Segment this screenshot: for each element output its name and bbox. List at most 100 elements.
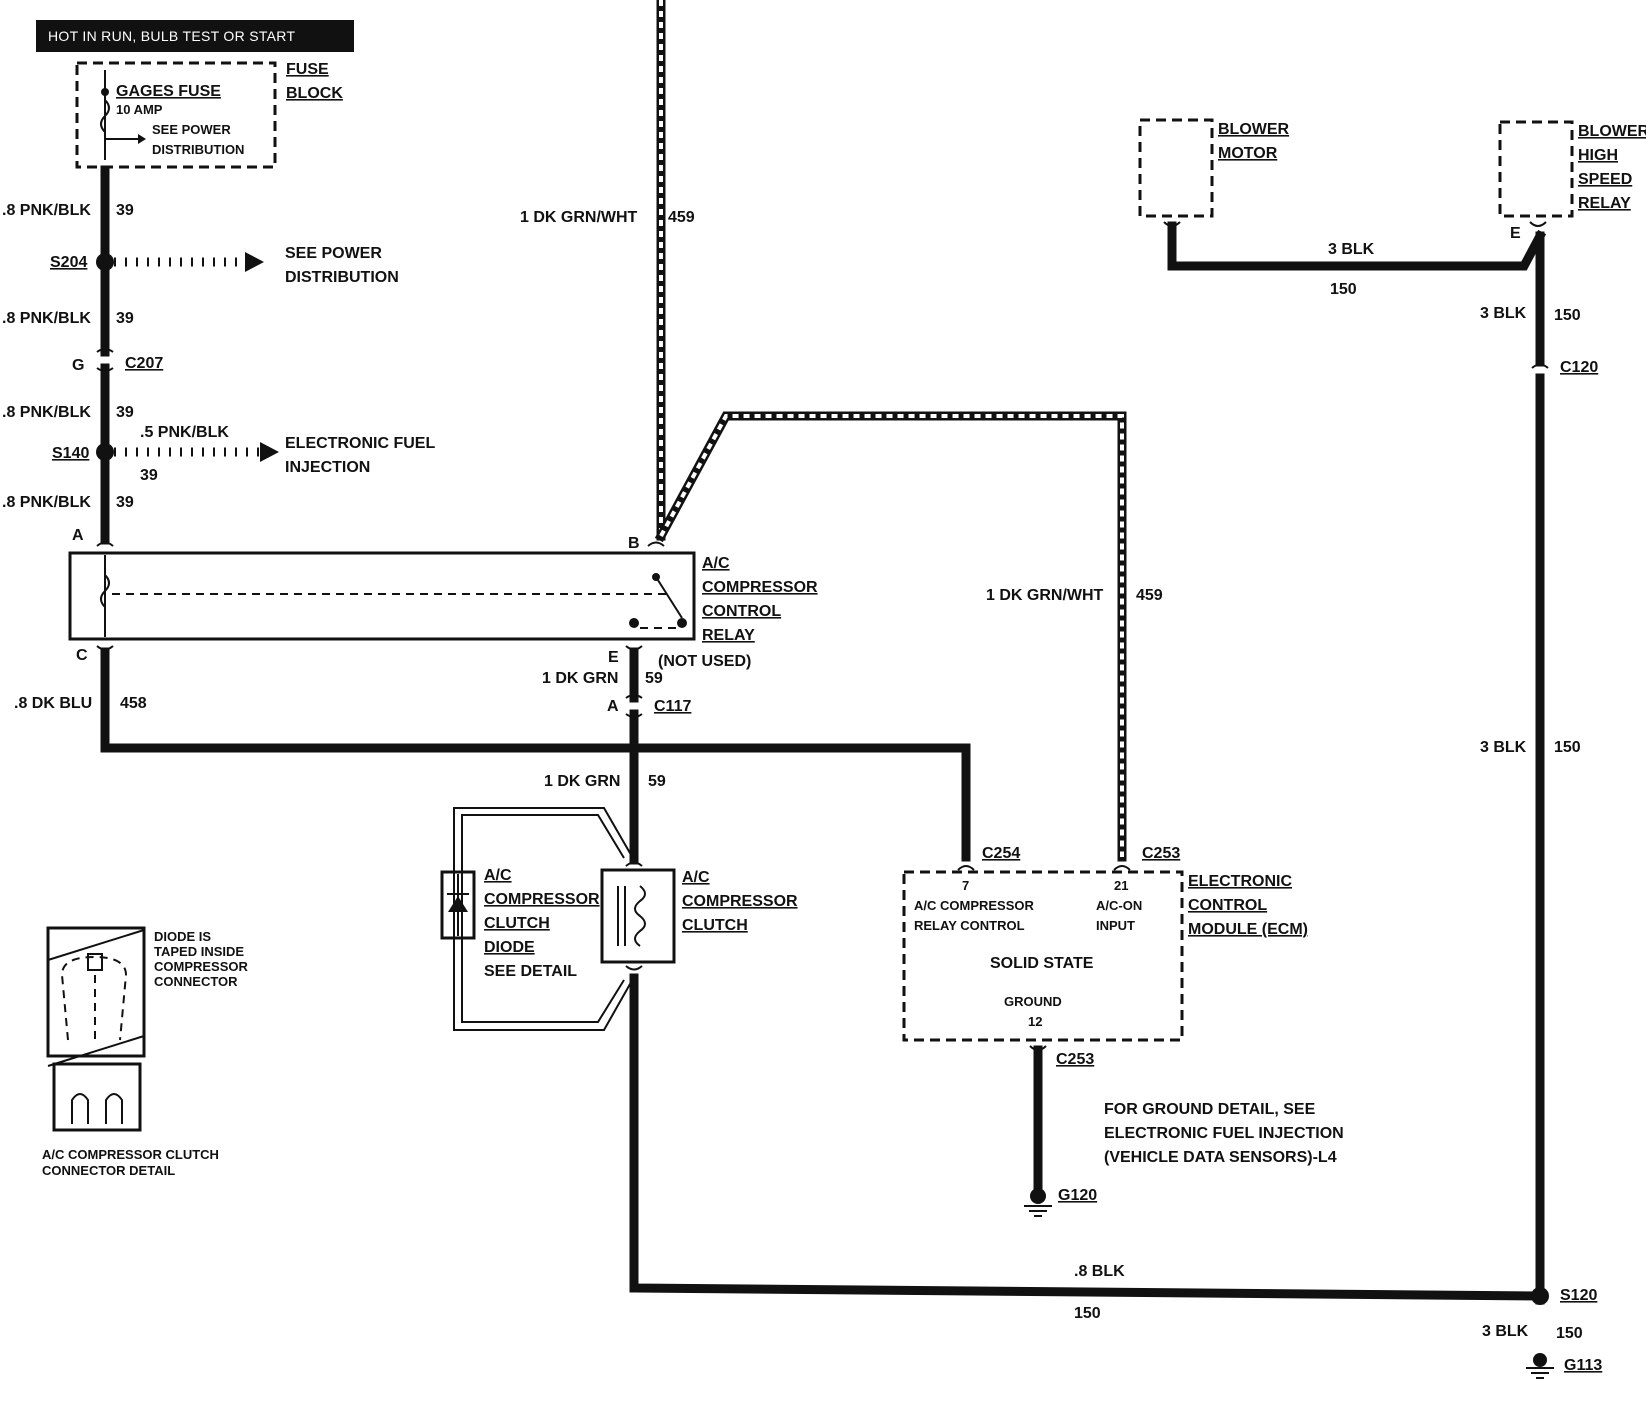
s120-label: S120 xyxy=(1560,1287,1597,1304)
wire-label: .8 PNK/BLK xyxy=(2,494,91,511)
circuit-number: 150 xyxy=(1074,1305,1101,1322)
relay-coil-icon xyxy=(100,574,110,608)
fuse-block-label-1: FUSE xyxy=(286,61,329,78)
c253-bottom-label: C253 xyxy=(1056,1051,1094,1068)
blower-relay-pin-e: E xyxy=(1510,225,1521,242)
diode-label-5: SEE DETAIL xyxy=(484,963,577,980)
ground-bus: .8 BLK 150 S120 3 BLK 150 G113 xyxy=(629,973,1602,1379)
ecm-pin-21: 21 xyxy=(1114,878,1128,893)
diode-label-2: COMPRESSOR xyxy=(484,891,600,908)
detail-note-4: CONNECTOR xyxy=(154,974,238,989)
blower-circuit: BLOWER MOTOR BLOWER HIGH SPEED RELAY E 3… xyxy=(1138,118,1646,1305)
relay-pin-e: E xyxy=(608,649,619,666)
efi-label-2: INJECTION xyxy=(285,459,370,476)
c117-pin-label: A xyxy=(607,698,619,715)
relay-pin-b: B xyxy=(628,535,640,552)
arrow-icon xyxy=(138,134,146,144)
blower-motor-label-1: BLOWER xyxy=(1218,121,1290,138)
c207-label: C207 xyxy=(125,355,163,372)
circuit-number: 39 xyxy=(116,404,134,421)
circuit-number: 39 xyxy=(116,310,134,327)
s140-splice-icon xyxy=(96,443,114,461)
wire-label: .8 PNK/BLK xyxy=(2,310,91,327)
efi-label-1: ELECTRONIC FUEL xyxy=(285,435,435,452)
s120-splice-icon xyxy=(1531,1287,1549,1305)
branch-wire-label: .5 PNK/BLK xyxy=(140,424,229,441)
ecm-pin-12: 12 xyxy=(1028,1014,1042,1029)
diode-label-3: CLUTCH xyxy=(484,915,550,932)
diode-label-1: A/C xyxy=(484,867,512,884)
c253-top-label: C253 xyxy=(1142,845,1180,862)
wire-label: .8 PNK/BLK xyxy=(2,404,91,421)
relay-switch-icon xyxy=(655,576,683,619)
clutch-label-3: CLUTCH xyxy=(682,917,748,934)
wire-label: 1 DK GRN xyxy=(542,670,618,687)
fuse-element-icon xyxy=(100,99,110,133)
wire-label: 3 BLK xyxy=(1480,305,1527,322)
ecm-ground: GROUND xyxy=(1004,994,1062,1009)
circuit-number: 150 xyxy=(1554,307,1581,324)
detail-note-2: TAPED INSIDE xyxy=(154,944,244,959)
c120-label: C120 xyxy=(1560,359,1598,376)
detail-note-3: COMPRESSOR xyxy=(154,959,249,974)
relay-pin-c: C xyxy=(76,647,88,664)
ecm-pin-7: 7 xyxy=(962,878,969,893)
s204-splice-icon xyxy=(96,253,114,271)
circuit-number: 39 xyxy=(116,202,134,219)
ecm-relay-control-1: A/C COMPRESSOR xyxy=(914,898,1035,913)
see-power-arrow-icon xyxy=(245,252,264,272)
circuit-number: 59 xyxy=(648,773,666,790)
relay-label-1: A/C xyxy=(702,555,730,572)
branch-circuit-number: 39 xyxy=(140,467,158,484)
gages-fuse-label: GAGES FUSE xyxy=(116,83,221,100)
ground-icon xyxy=(1526,1367,1554,1379)
ecm-label-3: MODULE (ECM) xyxy=(1188,921,1308,938)
circuit-number: 150 xyxy=(1554,739,1581,756)
diode-detail-icon xyxy=(87,953,103,971)
s140-label: S140 xyxy=(52,445,89,462)
wire-label: .8 PNK/BLK xyxy=(2,202,91,219)
ac-compressor-control-relay: A B C E A/C COMPRESSOR CONTROL RELAY (NO… xyxy=(68,527,818,670)
ecm-solid-state: SOLID STATE xyxy=(990,955,1094,972)
circuit-number: 59 xyxy=(645,670,663,687)
wire-label: 1 DK GRN xyxy=(544,773,620,790)
ground-icon xyxy=(1024,1205,1052,1217)
fuse-amp-label: 10 AMP xyxy=(116,102,163,117)
g120-label: G120 xyxy=(1058,1187,1097,1204)
relay-pin-a: A xyxy=(72,527,84,544)
relay-not-used-label: (NOT USED) xyxy=(658,653,751,670)
blower-relay-label-1: BLOWER xyxy=(1578,123,1646,140)
relay-label-4: RELAY xyxy=(702,627,755,644)
g113-label: G113 xyxy=(1564,1357,1602,1374)
wire-label: .8 BLK xyxy=(1074,1263,1125,1280)
ecm-label-1: ELECTRONIC xyxy=(1188,873,1292,890)
fuse-see-power-label: SEE POWER xyxy=(152,122,231,137)
compressor-clutch: A/C COMPRESSOR CLUTCH xyxy=(600,861,798,971)
detail-note-1: DIODE IS xyxy=(154,929,211,944)
distribution-label: DISTRIBUTION xyxy=(285,269,399,286)
connector-detail: DIODE IS TAPED INSIDE COMPRESSOR CONNECT… xyxy=(42,926,249,1178)
fuse-block-label-2: BLOCK xyxy=(286,85,343,102)
ground-note-3: (VEHICLE DATA SENSORS)-L4 xyxy=(1104,1149,1337,1166)
blower-relay-label-2: HIGH xyxy=(1578,147,1618,164)
s204-label: S204 xyxy=(50,254,87,271)
power-header: HOT IN RUN, BULB TEST OR START xyxy=(36,20,354,52)
fuse-distribution-label: DISTRIBUTION xyxy=(152,142,244,157)
wire-label: 3 BLK xyxy=(1328,241,1375,258)
wire-label: 3 BLK xyxy=(1482,1323,1529,1340)
fuse-node-icon xyxy=(101,88,109,96)
ground-note-2: ELECTRONIC FUEL INJECTION xyxy=(1104,1125,1344,1142)
ecm-acon-2: INPUT xyxy=(1096,918,1135,933)
wire-label: 1 DK GRN/WHT xyxy=(520,209,638,226)
diode-label-4: DIODE xyxy=(484,939,535,956)
ecm-acon-1: A/C-ON xyxy=(1096,898,1142,913)
clutch-coil-icon xyxy=(634,885,646,947)
see-power-label: SEE POWER xyxy=(285,245,382,262)
ecm-relay-control-2: RELAY CONTROL xyxy=(914,918,1025,933)
circuit-458-wire: .8 DK BLU 458 xyxy=(14,647,971,862)
blower-relay-label-4: RELAY xyxy=(1578,195,1631,212)
relay-label-3: CONTROL xyxy=(702,603,781,620)
wire-label: 3 BLK xyxy=(1480,739,1527,756)
c120-connector-icon xyxy=(1531,363,1549,369)
circuit-459-wire: 1 DK GRN/WHT 459 1 DK GRN/WHT 459 xyxy=(520,0,1163,862)
